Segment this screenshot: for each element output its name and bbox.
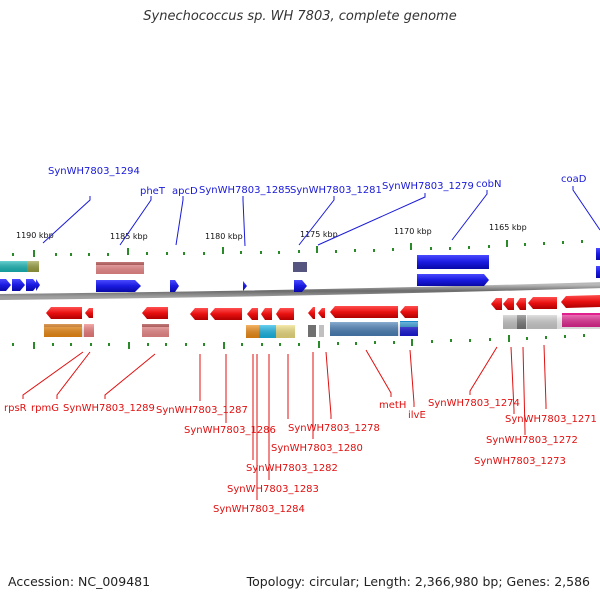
gene-label-synwh7803-1273[interactable]: SynWH7803_1273 (474, 456, 566, 467)
reverse-gene (516, 298, 526, 310)
gene-label-phet[interactable]: pheT (140, 186, 166, 197)
reverse-gene (85, 308, 93, 318)
gene-label-synwh7803-1271[interactable]: SynWH7803_1271 (505, 414, 597, 425)
reverse-gene (247, 308, 258, 320)
gene-label-synwh7803-1286[interactable]: SynWH7803_1286 (184, 425, 276, 436)
forward-gene (417, 274, 489, 286)
gene-label-synwh7803-1280[interactable]: SynWH7803_1280 (271, 443, 363, 454)
reverse-gene (142, 307, 168, 319)
forward-gene (96, 280, 141, 292)
reverse-gene (276, 308, 294, 320)
forward-gene (0, 279, 11, 291)
accession-text: Accession: NC_009481 (8, 574, 151, 589)
forward-gene (170, 280, 179, 292)
annotation-shade (96, 262, 144, 274)
forward-gene (243, 281, 247, 291)
annotation-shade (330, 322, 418, 336)
gene-label-synwh7803-1274[interactable]: SynWH7803_1274 (428, 398, 520, 409)
forward-gene (12, 279, 25, 291)
reverse-gene (330, 306, 398, 318)
reverse-gene (561, 295, 600, 308)
gene-label-synwh7803-1283[interactable]: SynWH7803_1283 (227, 484, 319, 495)
gene-label-rpsr[interactable]: rpsR (4, 403, 27, 414)
forward-gene (26, 279, 38, 291)
annotation-shade (142, 324, 169, 337)
genome-backbone (0, 282, 600, 300)
gene-label-ilve[interactable]: ilvE (408, 410, 426, 421)
reverse-gene (491, 298, 502, 310)
forward-gene (36, 279, 40, 291)
reverse-gene (400, 306, 418, 318)
top-leader-lines (42, 186, 600, 247)
gene-label-synwh7803-1287[interactable]: SynWH7803_1287 (156, 405, 248, 416)
bottom-leader-lines (22, 344, 547, 500)
forward-gene (294, 280, 307, 292)
forward-scale (12, 240, 583, 257)
gene-label-synwh7803-1284[interactable]: SynWH7803_1284 (213, 504, 305, 515)
scale-label-1170: 1170 kbp (394, 227, 432, 236)
reverse-gene (318, 308, 325, 318)
reverse-gene (261, 308, 272, 320)
reverse-scale (12, 334, 585, 349)
genome-summary-text: Topology: circular; Length: 2,366,980 bp… (246, 574, 590, 589)
annotation-shade (0, 261, 39, 272)
gene-label-synwh7803-1279[interactable]: SynWH7803_1279 (382, 181, 474, 192)
gene-label-synwh7803-1278[interactable]: SynWH7803_1278 (288, 423, 380, 434)
gene-label-synwh7803-1272[interactable]: SynWH7803_1272 (486, 435, 578, 446)
annotation-shade (503, 315, 600, 329)
gene-label-coad[interactable]: coaD (561, 174, 587, 185)
gene-label-cobn[interactable]: cobN (476, 179, 501, 190)
gene-label-synwh7803-1289[interactable]: SynWH7803_1289 (63, 403, 155, 414)
reverse-gene (190, 308, 208, 320)
gene-label-apcd[interactable]: apcD (172, 186, 198, 197)
gene-label-rpmg[interactable]: rpmG (31, 403, 59, 414)
gene-label-synwh7803-1285[interactable]: SynWH7803_1285 (199, 185, 291, 196)
scale-label-1180: 1180 kbp (205, 232, 243, 241)
reverse-gene (210, 308, 242, 320)
scale-label-1190: 1190 kbp (16, 231, 54, 240)
annotation-shade (44, 324, 94, 337)
scale-label-1165: 1165 kbp (489, 223, 527, 232)
reverse-gene (308, 307, 315, 319)
scale-label-1185: 1185 kbp (110, 232, 148, 241)
scale-label-1175: 1175 kbp (300, 230, 338, 239)
gene-label-meth[interactable]: metH (379, 400, 406, 411)
reverse-gene (46, 307, 82, 319)
forward-genes (0, 266, 600, 292)
annotation-shade (246, 325, 295, 338)
reverse-genes (46, 295, 600, 320)
map-title: Synechococcus sp. WH 7803, complete geno… (143, 9, 457, 24)
forward-gene (596, 266, 600, 278)
gene-label-synwh7803-1282[interactable]: SynWH7803_1282 (246, 463, 338, 474)
gene-label-synwh7803-1294[interactable]: SynWH7803_1294 (48, 166, 140, 177)
reverse-gene (528, 297, 557, 309)
reverse-gene (503, 298, 514, 310)
gene-label-synwh7803-1281[interactable]: SynWH7803_1281 (290, 185, 382, 196)
